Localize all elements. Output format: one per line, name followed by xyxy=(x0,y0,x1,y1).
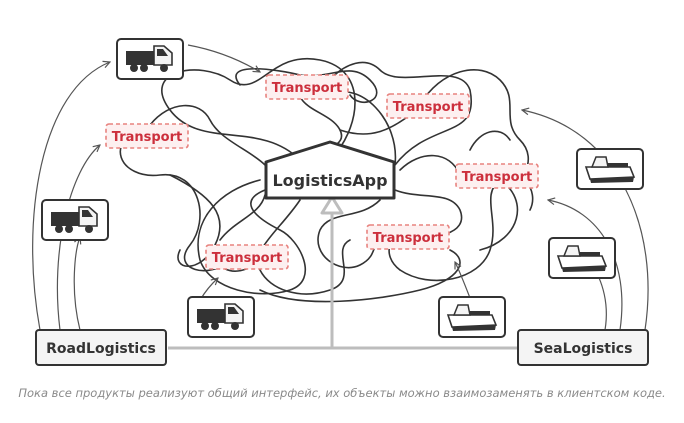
caption: Пока все продукты реализуют общий интерф… xyxy=(18,386,666,400)
transport-node-5: Transport xyxy=(366,224,450,250)
truck-icon xyxy=(116,38,184,80)
ship-icon xyxy=(438,296,506,338)
ship-icon xyxy=(576,148,644,190)
logistics-app-node: LogisticsApp xyxy=(264,140,396,200)
dependency-tangle xyxy=(119,57,534,303)
transport-label: Transport xyxy=(272,81,342,96)
sea-logistics-node: SeaLogistics xyxy=(517,329,649,366)
transport-label: Transport xyxy=(112,130,182,145)
sea-logistics-label: SeaLogistics xyxy=(534,341,633,357)
road-logistics-label: RoadLogistics xyxy=(46,341,156,357)
transport-label: Transport xyxy=(212,251,282,266)
truck-icon xyxy=(187,296,255,338)
road-logistics-node: RoadLogistics xyxy=(35,329,167,366)
transport-node-3: Transport xyxy=(105,123,189,149)
implements-arrow xyxy=(168,195,518,350)
transport-node-2: Transport xyxy=(386,93,470,119)
app-label: LogisticsApp xyxy=(272,171,387,190)
truck-icon xyxy=(41,199,109,241)
ship-icon xyxy=(548,237,616,279)
transport-node-6: Transport xyxy=(205,244,289,270)
transport-label: Transport xyxy=(373,231,443,246)
transport-label: Transport xyxy=(393,100,463,115)
transport-label: Transport xyxy=(462,170,532,185)
transport-node-4: Transport xyxy=(455,163,539,189)
transport-node-1: Transport xyxy=(265,74,349,100)
